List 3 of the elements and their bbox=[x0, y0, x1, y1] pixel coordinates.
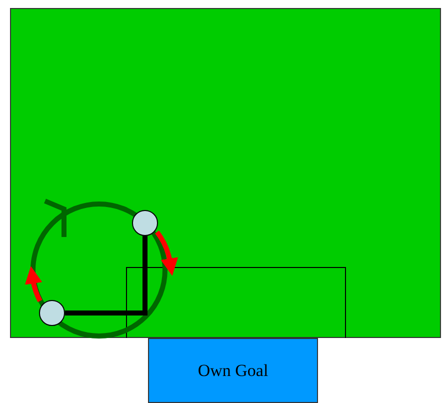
pass-line bbox=[65, 236, 148, 316]
goal-label: Own Goal bbox=[198, 360, 268, 380]
goal-box bbox=[148, 338, 318, 403]
